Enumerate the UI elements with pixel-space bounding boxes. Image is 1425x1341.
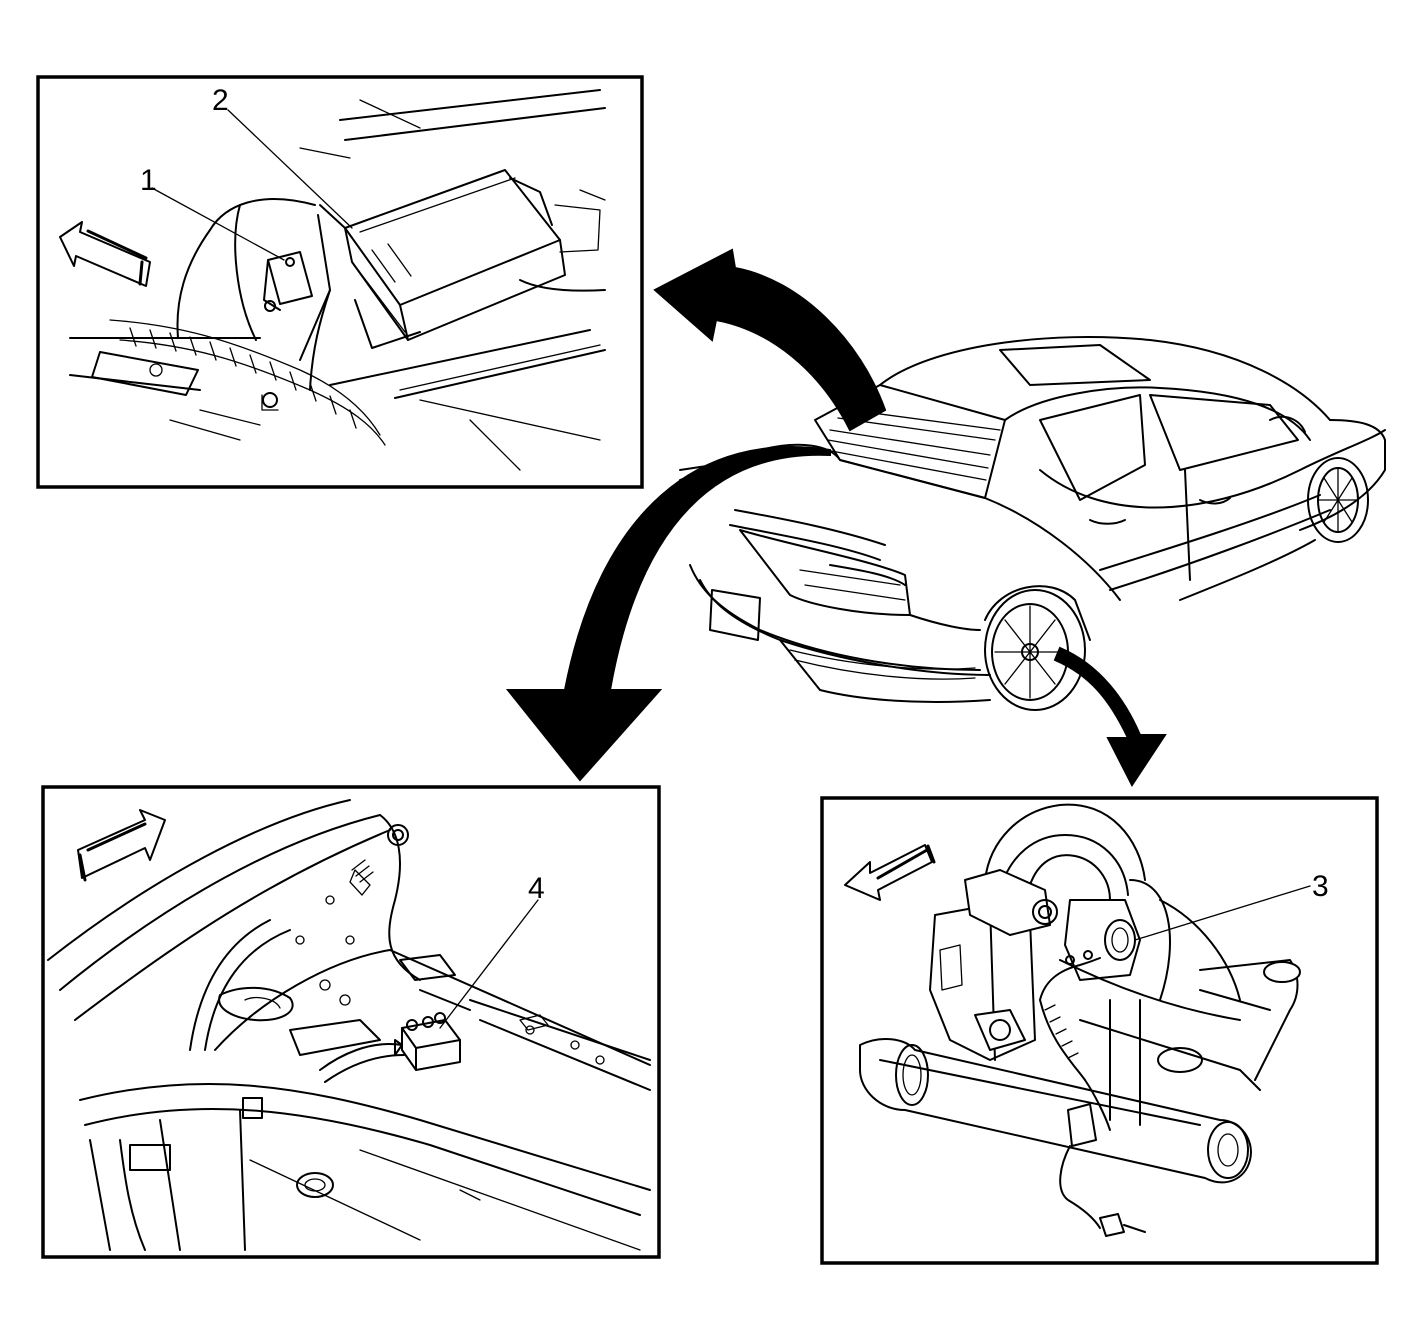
rear-compartment-structure-drawing bbox=[47, 799, 651, 1251]
callout-label-1: 1 bbox=[140, 164, 157, 197]
pointer-arrow-bottom-left bbox=[505, 446, 831, 782]
leader-line-2 bbox=[227, 109, 353, 229]
pointer-arrow-top-left bbox=[653, 248, 887, 432]
rear-suspension-drawing bbox=[859, 803, 1301, 1237]
callout-label-4: 4 bbox=[528, 872, 545, 905]
leader-line-4 bbox=[439, 899, 539, 1029]
sensor-1 bbox=[263, 251, 313, 312]
inset-panel-bottom-left: 4 bbox=[41, 785, 661, 1259]
control-module-2 bbox=[299, 169, 566, 391]
trunk-structure-drawing bbox=[69, 89, 606, 471]
inset-panel-top-left: 1 2 bbox=[36, 75, 644, 489]
callout-label-2: 2 bbox=[212, 84, 229, 117]
direction-arrow-icon bbox=[844, 844, 936, 901]
direction-arrow-icon bbox=[77, 809, 166, 882]
leader-line-3 bbox=[1134, 885, 1311, 941]
callout-label-3: 3 bbox=[1312, 870, 1329, 903]
vehicle-rear-view-drawing bbox=[679, 336, 1386, 711]
pointer-arrow-bottom-right bbox=[1053, 646, 1167, 787]
inset-panel-bottom-right: 3 bbox=[820, 796, 1379, 1265]
leader-line-1 bbox=[151, 187, 285, 261]
direction-arrow-icon bbox=[59, 221, 151, 287]
relay-4 bbox=[319, 1012, 461, 1083]
